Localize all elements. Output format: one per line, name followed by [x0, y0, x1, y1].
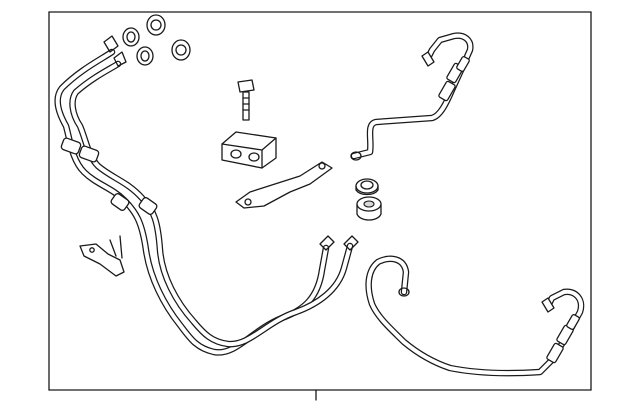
retainer-clip[interactable] — [79, 235, 125, 277]
o-ring-seals[interactable] — [122, 14, 191, 66]
oil-cooler-lines-assembly[interactable] — [54, 35, 359, 356]
bushing[interactable] — [356, 196, 382, 221]
line-clamp[interactable] — [221, 131, 277, 169]
upper-cooler-line[interactable] — [350, 32, 474, 161]
grommet[interactable] — [355, 178, 379, 196]
lower-cooler-line[interactable] — [365, 255, 585, 377]
mounting-bracket[interactable] — [235, 161, 333, 209]
diagram-frame — [48, 11, 592, 401]
mounting-bolt[interactable] — [237, 79, 255, 121]
